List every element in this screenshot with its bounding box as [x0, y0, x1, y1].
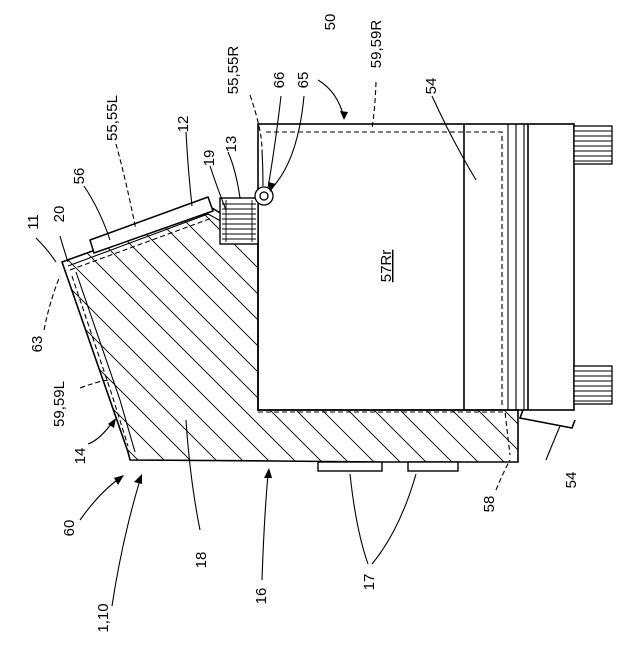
label-60: 60 [61, 520, 78, 537]
dashed-line-58 [258, 412, 510, 455]
label-14: 14 [72, 448, 89, 465]
label-12: 12 [175, 116, 192, 133]
leader-lines [36, 80, 560, 606]
label-11: 11 [25, 214, 42, 230]
label-65: 65 [295, 72, 312, 89]
label-50: 50 [322, 14, 339, 31]
label-57Rr: 57Rr [378, 250, 395, 283]
label-19: 19 [201, 150, 218, 167]
label-54-top: 54 [423, 78, 440, 95]
label-56: 56 [71, 168, 88, 185]
module-outline [258, 124, 574, 410]
foot-17-a [318, 462, 382, 471]
label-66: 66 [271, 72, 288, 89]
component-19 [220, 198, 258, 244]
label-59-59L: 59,59L [51, 381, 68, 427]
housing-left-inner-edge [76, 272, 135, 452]
label-13: 13 [223, 136, 240, 153]
label-55-55L: 55,55L [104, 95, 121, 141]
label-17: 17 [361, 574, 378, 591]
plate-56 [90, 197, 213, 253]
label-55-55R: 55,55R [225, 46, 242, 95]
dashed-line-59L [72, 276, 128, 446]
tab-54 [520, 410, 575, 428]
right-module [258, 124, 612, 428]
label-63: 63 [29, 336, 46, 353]
label-1-10: 1,10 [95, 603, 112, 632]
fins-bottom [574, 366, 612, 404]
label-54-bottom: 54 [563, 472, 580, 489]
foot-17-b [408, 462, 458, 471]
label-59-59R: 59,59R [368, 20, 385, 69]
label-18: 18 [193, 552, 210, 569]
label-20: 20 [51, 206, 68, 223]
fins-top [574, 126, 612, 164]
label-16: 16 [253, 588, 270, 605]
label-58: 58 [481, 496, 498, 513]
